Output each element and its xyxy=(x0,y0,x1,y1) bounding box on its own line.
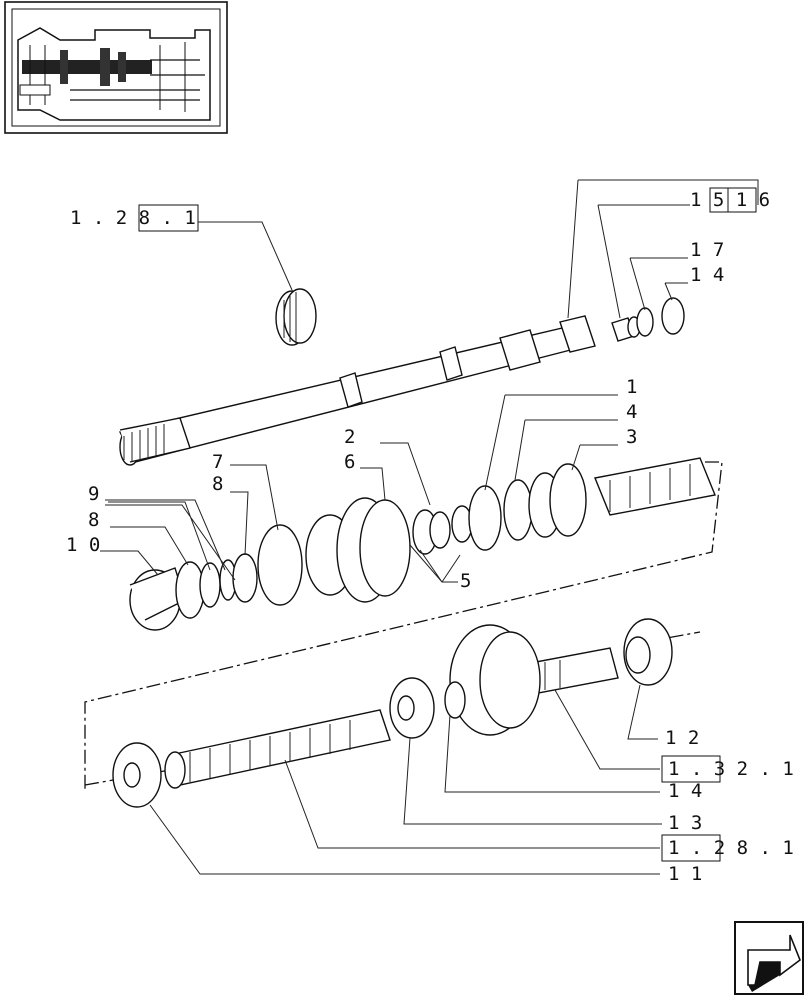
reference-1-28-1-top[interactable]: 1 . 2 8 . 1 xyxy=(70,204,199,232)
label-part-11: 1 1 xyxy=(668,863,702,885)
output-shaft xyxy=(129,457,716,631)
label-part-4: 4 xyxy=(626,401,637,423)
next-page-arrow-icon[interactable] xyxy=(734,921,804,995)
label-part-9: 9 xyxy=(88,483,99,505)
ring-17 xyxy=(636,307,654,337)
snap-ring-14-top xyxy=(661,297,685,335)
label-part-14-top: 1 4 xyxy=(690,264,724,286)
label-part-8-upper: 8 xyxy=(212,473,223,495)
leader-lines xyxy=(100,179,759,875)
transmission-thumbnail-icon[interactable] xyxy=(4,1,228,134)
label-part-8-lower: 8 xyxy=(88,509,99,531)
label-ref-1-32-1: 1 . 3 2 . 1 xyxy=(668,758,794,780)
label-ref-1-28-1-bottom: 1 . 2 8 . 1 xyxy=(668,837,794,859)
label-part-14-bottom: 1 4 xyxy=(668,780,702,802)
label-part-13: 1 3 xyxy=(668,812,702,834)
main-shaft xyxy=(118,315,596,466)
synchro-ring-top xyxy=(275,288,317,346)
reference-1-32-1[interactable]: 1 . 3 2 . 1 xyxy=(661,755,794,783)
label-part-10: 1 0 xyxy=(66,534,100,556)
label-part-2: 2 xyxy=(344,426,355,448)
reference-15-16[interactable]: 1 5 1 6 xyxy=(690,187,770,213)
label-part-7: 7 xyxy=(212,451,223,473)
label-part-12: 1 2 xyxy=(665,727,699,749)
label-part-17: 1 7 xyxy=(690,239,724,261)
spacer-15-16 xyxy=(611,316,641,342)
label-ref-15-16: 1 5 1 6 xyxy=(690,189,770,211)
lower-shaft xyxy=(112,618,673,808)
label-part-3: 3 xyxy=(626,426,637,448)
label-ref-1-28-1-top: 1 . 2 8 . 1 xyxy=(70,207,196,229)
alignment-line-upper xyxy=(84,461,723,790)
label-part-1: 1 xyxy=(626,376,637,398)
reference-1-28-1-bottom[interactable]: 1 . 2 8 . 1 xyxy=(661,834,794,862)
label-part-5: 5 xyxy=(460,570,471,592)
label-part-6: 6 xyxy=(344,451,355,473)
